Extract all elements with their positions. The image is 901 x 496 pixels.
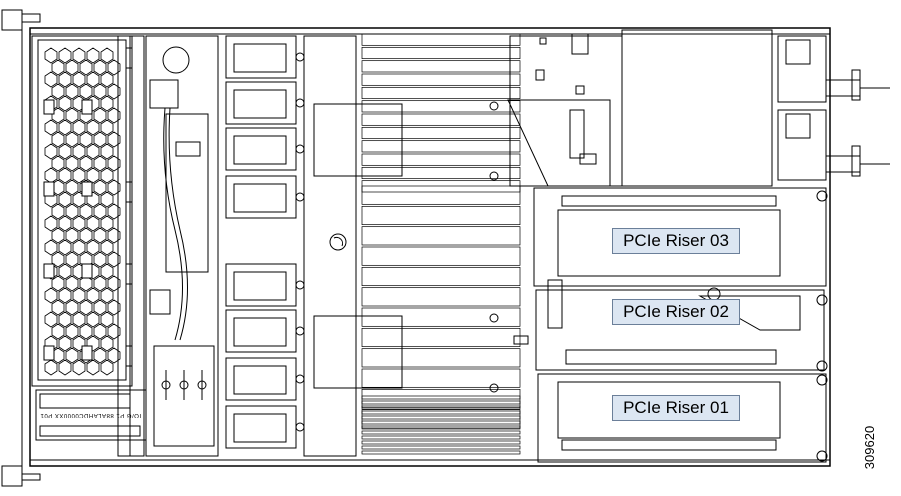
dimm-slot — [361, 307, 521, 327]
dimm-slot — [361, 226, 521, 246]
fan-module — [225, 35, 305, 79]
front-drive-bay — [31, 35, 133, 387]
heatsink-screws — [489, 101, 499, 393]
chassis-outline — [1, 9, 831, 487]
fan-module — [225, 81, 305, 125]
dimm-slot — [361, 185, 521, 205]
dimm-slot — [361, 388, 521, 409]
dimm-slot — [361, 440, 521, 445]
dimm-slot — [361, 153, 521, 166]
dimm-slot — [361, 100, 521, 113]
pcie-riser-02-label: PCIe Riser 02 — [612, 299, 740, 325]
dimm-slot — [361, 368, 521, 388]
dimm-slot — [361, 327, 521, 348]
dimm-slot — [361, 113, 521, 126]
pcie-riser-03-label: PCIe Riser 03 — [612, 228, 740, 254]
dimm-slot — [361, 140, 521, 153]
dimm-slot — [361, 46, 521, 60]
fan-module — [225, 175, 305, 219]
dimm-slots — [361, 33, 521, 455]
motherboard-region — [507, 33, 623, 345]
cable-management-area — [145, 35, 219, 457]
fan-module — [225, 309, 305, 353]
power-supply-bays — [621, 29, 890, 187]
dimm-slot — [361, 60, 521, 73]
dimm-slot — [361, 166, 521, 180]
dimm-slot — [361, 395, 521, 400]
figure-number: 309620 — [862, 425, 878, 470]
fan-module — [225, 127, 305, 171]
hex-vent-pattern — [44, 47, 121, 376]
dimm-slot — [361, 420, 521, 425]
dimm-slot — [361, 405, 521, 410]
pcie-riser-01-label: PCIe Riser 01 — [612, 395, 740, 421]
dimm-slot — [361, 445, 521, 450]
fan-module — [225, 263, 305, 307]
dimm-slot — [361, 425, 521, 430]
fan-module — [225, 405, 305, 449]
board-silkscreen-text: IO/G P1 88ALAHDC0000XX P01 — [40, 412, 142, 418]
dimm-slot — [361, 205, 521, 226]
dimm-slot — [361, 450, 521, 455]
side-rails — [117, 35, 145, 457]
fan-modules — [225, 35, 305, 449]
pcie-riser-cages — [533, 187, 828, 463]
dimm-slot — [361, 33, 521, 46]
cpu-dimm-area — [303, 35, 403, 457]
dimm-slot — [361, 415, 521, 420]
dimm-slot — [361, 266, 521, 287]
dimm-slot — [361, 400, 521, 405]
dimm-slot — [361, 287, 521, 307]
dimm-slot — [361, 73, 521, 86]
dimm-slot — [361, 430, 521, 435]
dimm-slot — [361, 348, 521, 368]
dimm-slot — [361, 410, 521, 415]
dimm-slot — [361, 126, 521, 140]
dimm-slot — [361, 246, 521, 266]
dimm-slot — [361, 435, 521, 440]
fan-module — [225, 357, 305, 401]
dimm-slot — [361, 86, 521, 100]
